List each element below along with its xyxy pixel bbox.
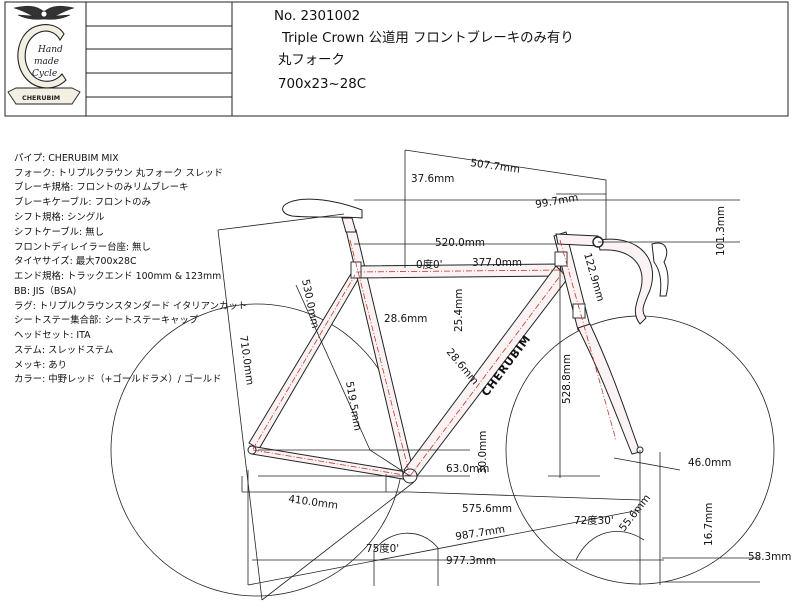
dim-top-tube-diameter: 28.6mm <box>384 313 427 325</box>
letter-c-icon <box>17 24 67 89</box>
dim-top-tube-length: 377.0mm <box>472 257 522 269</box>
spec-line: タイヤサイズ: 最大700x28C <box>14 255 137 267</box>
dim-stack: 528.8mm <box>561 354 573 404</box>
dim-bar-drop: 101.3mm <box>715 206 727 256</box>
fork-type: 丸フォーク <box>278 52 345 68</box>
dim-saddle-height: 710.0mm <box>237 335 256 386</box>
spec-line: ブレーキ規格: フロントのみリムブレーキ <box>14 181 188 193</box>
spec-line: BB: JIS（BSA) <box>14 286 76 297</box>
dim-seat-angle: 75度0' <box>366 542 399 555</box>
spec-line: シフト規格: シングル <box>14 211 105 223</box>
tube-centerlines <box>252 239 617 477</box>
title-block: No. 2301002 Triple Crown 公道用 フロントブレーキのみ有… <box>4 1 789 117</box>
spec-line: カラー: 中野レッド（+ゴールドラメ）/ ゴールド <box>14 373 221 385</box>
handlebar <box>597 238 654 325</box>
logo-band-text: CHERUBIM <box>22 94 60 102</box>
dim-bb-drop: 63.0mm <box>446 463 489 475</box>
dim-reach: 520.0mm <box>435 237 485 249</box>
spec-line: パイプ: CHERUBIM MIX <box>14 153 119 164</box>
dim-saddle-to-bar: 507.7mm <box>470 157 521 176</box>
brake-lever <box>651 242 669 297</box>
dim-wheelbase: 977.3mm <box>446 555 496 567</box>
logo-word-3: Cycle <box>32 69 57 79</box>
logo-word-1: Hand <box>37 45 63 55</box>
spec-line: シフトケーブル: 無し <box>14 226 104 238</box>
dim-wheelbase-diag: 987.7mm <box>455 523 506 543</box>
dimension-lines <box>217 149 760 601</box>
tire-size: 700x23~28C <box>278 77 366 92</box>
dim-stem-length: 122.9mm <box>581 252 606 303</box>
cherubim-logo: Hand made Cycle CHERUBIM <box>7 5 81 105</box>
build-number: No. 2301002 <box>274 9 360 24</box>
dim-down-tube-diameter: 28.6mm <box>444 346 481 387</box>
dim-fork-rake-small: 16.7mm <box>703 503 715 546</box>
dim-seat-tube-ct: 530.0mm <box>299 278 321 329</box>
dim-head-angle: 72度30' <box>574 514 614 527</box>
seat-post <box>341 217 357 233</box>
spec-line: ラグ: トリプルクラウンスタンダード イタリアンカット <box>14 300 247 312</box>
dim-saddle-bar-top: 99.7mm <box>534 192 579 211</box>
build-title: Triple Crown 公道用 フロントブレーキのみ有り <box>281 29 574 46</box>
dim-chainstay: 410.0mm <box>288 493 339 512</box>
spec-line: フロントディレイラー台座: 無し <box>14 241 151 253</box>
dim-bb-drop-upper: 30.0mm <box>477 431 489 474</box>
dim-fork-trail-end: 58.3mm <box>748 551 791 563</box>
dim-top-tube-angle: 0度0' <box>416 258 442 271</box>
spec-line: メッキ: あり <box>14 360 67 371</box>
logo-word-2: made <box>34 57 59 67</box>
dim-fork-offset: 46.0mm <box>688 457 731 469</box>
dim-seat-tube-to-tt: 25.4mm <box>453 289 465 332</box>
spec-list: パイプ: CHERUBIM MIX フォーク: トリプルクラウン 丸フォーク ス… <box>14 153 247 385</box>
saddle <box>282 198 363 219</box>
spec-line: フォーク: トリプルクラウン 丸フォーク スレッド <box>14 167 223 179</box>
dim-front-center: 575.6mm <box>462 503 512 515</box>
spec-line: ブレーキケーブル: フロントのみ <box>14 196 151 208</box>
dim-seatpost-setback: 37.6mm <box>411 173 454 185</box>
dim-seat-tube-cc: 519.5mm <box>343 380 364 431</box>
spec-line: ステム: スレッドステム <box>14 345 113 356</box>
spec-line: エンド規格: トラックエンド 100mm & 123mm <box>14 270 221 282</box>
spec-line: シートステー集合部: シートステーキャップ <box>14 314 199 326</box>
spec-line: ヘッドセット: ITA <box>14 330 91 341</box>
fork-blade <box>577 323 641 455</box>
